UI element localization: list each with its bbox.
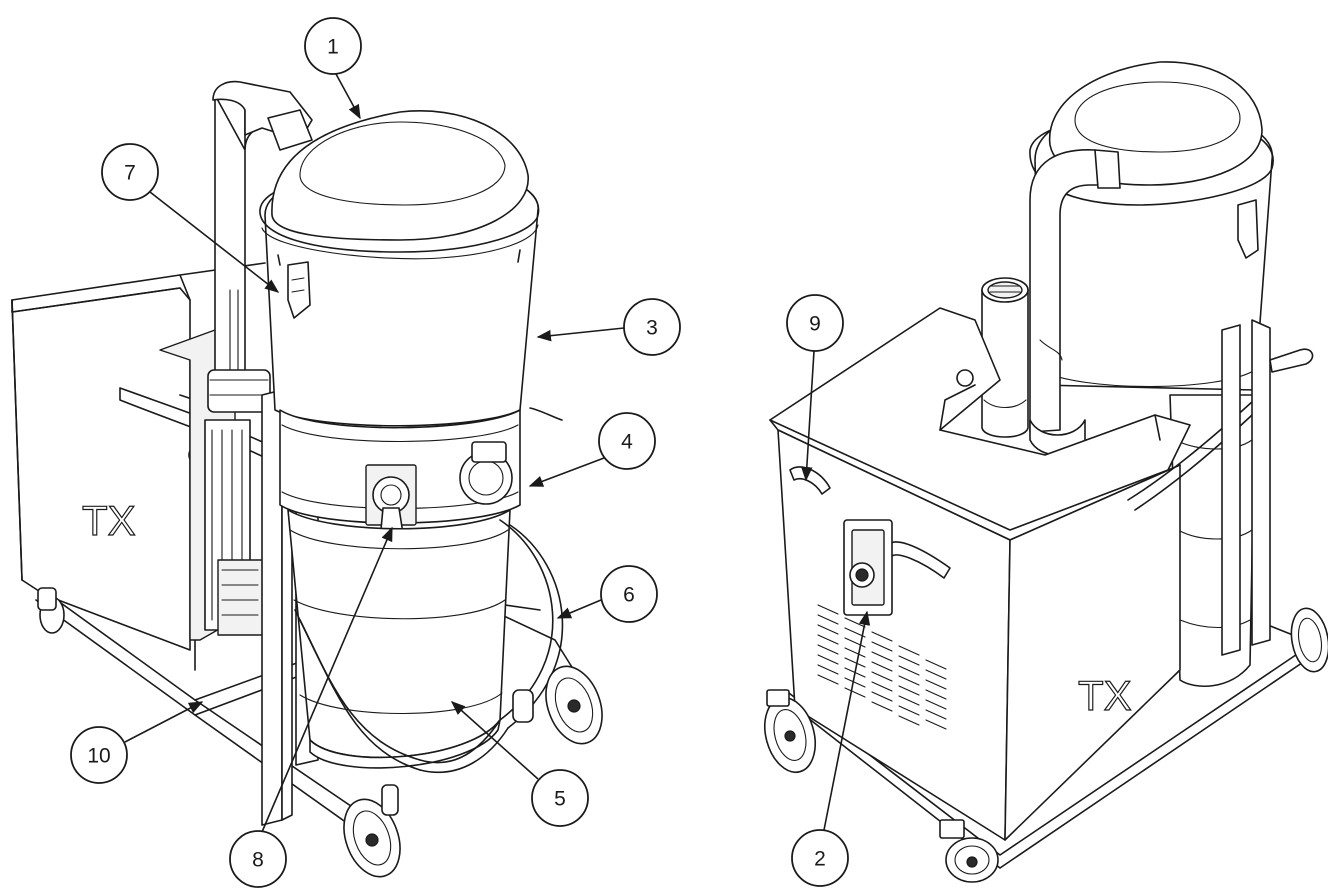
rear-housing: TX [769,307,1269,841]
callout-5-label: 5 [554,788,566,811]
callout-10: 10 [70,701,204,784]
callout-3-label: 3 [646,317,658,340]
callout-1-label: 1 [327,36,339,59]
exhaust-pipe [207,80,313,413]
callout-9: 9 [786,294,844,482]
rear-view-illustration: TX [764,61,1328,883]
motor-head-band [279,407,563,541]
callout-10-label: 10 [87,745,110,768]
tipping-frame [294,519,564,774]
callout-6-label: 6 [623,584,635,607]
front-view-illustration: TX [11,80,603,878]
callout-7: 7 [101,143,280,293]
callout-1: 1 [304,17,362,120]
callout-9-label: 9 [809,313,821,336]
vent-grille [817,604,947,730]
silencer-cylinder [981,277,1029,438]
wheels-rear-view [764,607,1328,883]
lower-container [287,509,511,769]
callout-2-label: 2 [814,848,826,871]
tx-logo-left: TX [82,497,136,544]
callout-8-label: 8 [252,849,264,872]
rear-exhaust-pipe [1029,149,1121,456]
tx-logo-right: TX [1078,672,1132,719]
callout-2: 2 [791,610,871,887]
callouts: 1 7 3 4 6 5 [70,17,871,888]
upper-filter-drum [259,110,540,427]
callout-3: 3 [536,298,681,356]
callout-8: 8 [229,526,393,888]
callout-5: 5 [450,701,589,827]
callout-6: 6 [556,565,658,623]
callout-4-label: 4 [621,431,633,454]
callout-4: 4 [528,412,656,487]
wheels-front-view [37,587,603,878]
rear-uprights [1221,319,1314,656]
callout-7-label: 7 [124,162,136,185]
